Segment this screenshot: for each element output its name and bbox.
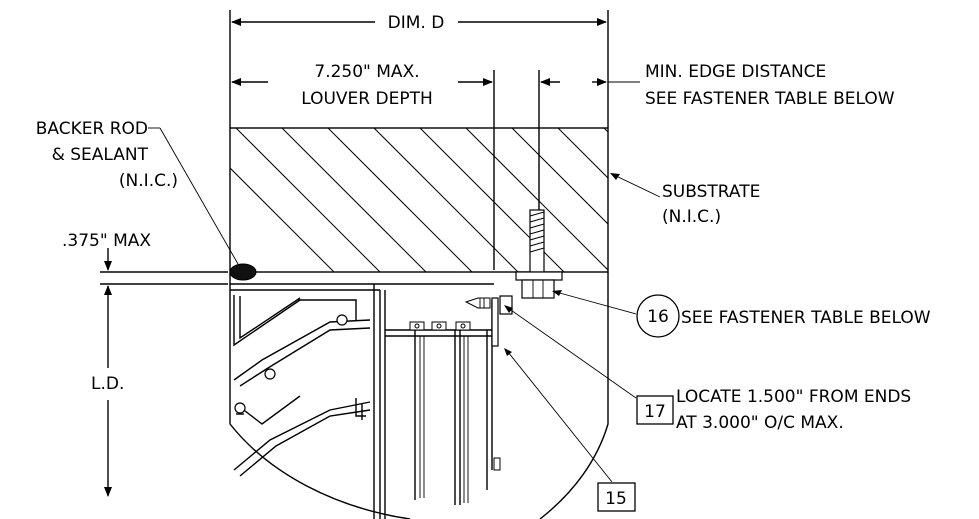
callout-15-number: 15 [605, 489, 627, 509]
substrate-hatch-line [373, 128, 519, 272]
backer-label-2: & SEALANT [52, 145, 149, 165]
backer-label-3: (N.I.C.) [119, 171, 178, 191]
edge-distance-label-2: SEE FASTENER TABLE BELOW [645, 89, 895, 109]
dim-d-dimension: DIM. D [229, 10, 609, 128]
substrate-hatch-line [281, 128, 427, 272]
dim-d-label: DIM. D [388, 13, 445, 33]
ld-dimension: L.D. [91, 285, 124, 497]
callout-16-text: SEE FASTENER TABLE BELOW [681, 308, 931, 328]
substrate-hatch-line [230, 167, 335, 272]
substrate-label-1: SUBSTRATE [662, 182, 760, 202]
substrate-hatch-line [419, 128, 565, 272]
substrate-hatch-line [465, 128, 608, 271]
callout-17-text-2: AT 3.000" O/C MAX. [676, 413, 844, 433]
substrate-hatch-line [327, 128, 473, 272]
louver-depth-label-2: LOUVER DEPTH [301, 89, 433, 109]
substrate-hatch-line [235, 128, 381, 272]
edge-distance-label-1: MIN. EDGE DISTANCE [645, 62, 826, 82]
anchor-fastener [515, 209, 563, 299]
louver-depth-dimension: 7.250" MAX. LOUVER DEPTH [231, 62, 495, 270]
louver-frame [229, 272, 609, 519]
callout-16-number: 16 [647, 307, 669, 327]
callout-17-number: 17 [644, 402, 666, 422]
edge-distance-dimension: MIN. EDGE DISTANCE SEE FASTENER TABLE BE… [538, 62, 895, 270]
substrate-block [229, 127, 892, 278]
substrate-hatch-line [557, 128, 608, 179]
substrate-hatch-line [742, 128, 892, 278]
ld-label: L.D. [91, 374, 124, 394]
gap-label: .375" MAX [62, 231, 151, 251]
substrate-hatch-line [696, 128, 846, 278]
substrate-hatch-line [650, 128, 800, 278]
callout-15: 15 [504, 348, 636, 512]
substrate-hatch-line [511, 128, 608, 225]
louver-depth-label-1: 7.250" MAX. [314, 62, 419, 82]
backer-rod [229, 263, 257, 281]
backer-label-1: BACKER ROD [36, 119, 148, 139]
callout-17-text-1: LOCATE 1.500" FROM ENDS [676, 387, 911, 407]
callout-16: 16 SEE FASTENER TABLE BELOW [552, 290, 931, 338]
callout-17: 17 LOCATE 1.500" FROM ENDS AT 3.000" O/C… [504, 305, 911, 433]
substrate-label-2: (N.I.C.) [662, 207, 721, 227]
gap-dimension: .375" MAX [62, 231, 228, 285]
substrate-hatch-line [603, 128, 608, 133]
substrate-leader: SUBSTRATE (N.I.C.) [610, 173, 760, 227]
backer-rod-leader: BACKER ROD & SEALANT (N.I.C.) [36, 119, 239, 265]
